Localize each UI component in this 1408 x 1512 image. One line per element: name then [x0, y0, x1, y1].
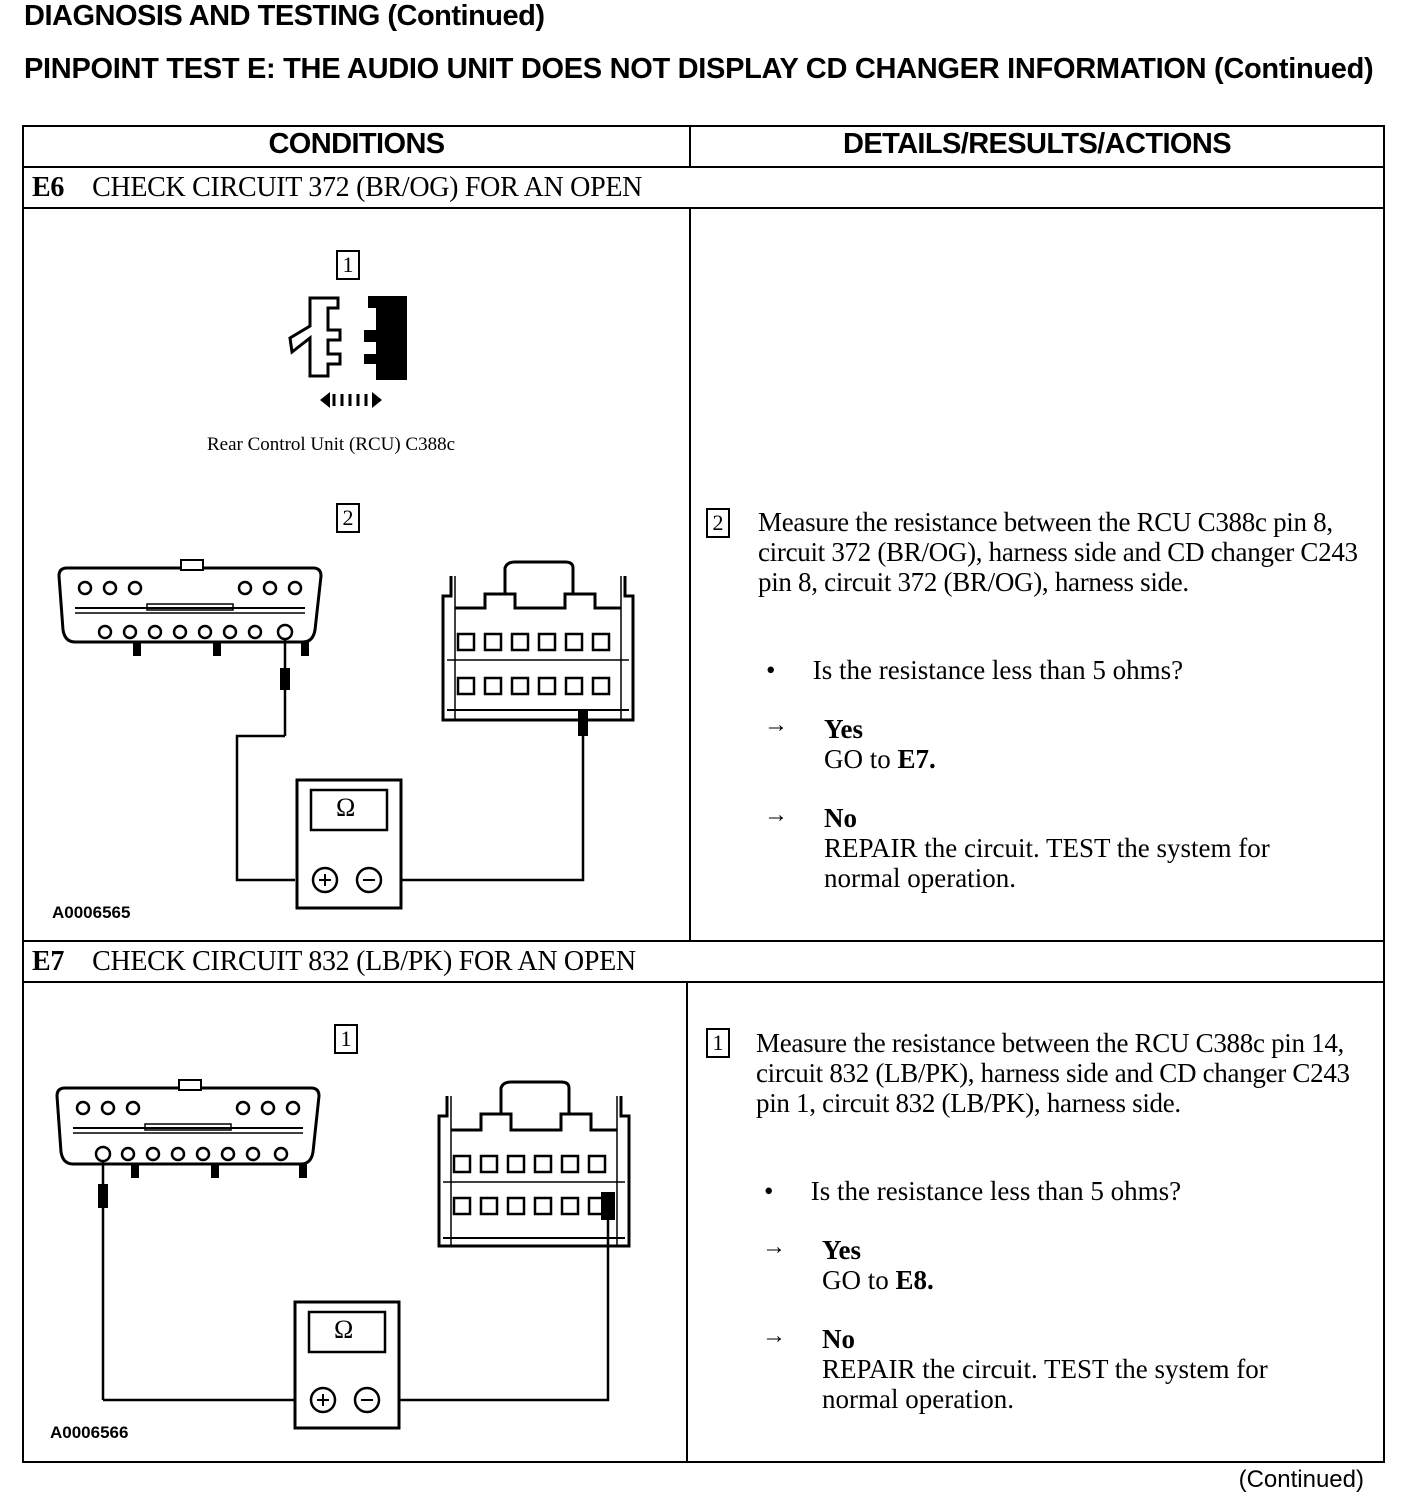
column-divider-e6	[689, 207, 691, 942]
e7-step-id: E7	[32, 946, 65, 977]
e6-step-id: E6	[32, 172, 65, 203]
details-header: DETAILS/RESULTS/ACTIONS	[843, 128, 1232, 160]
e7-ohmmeter-icon	[293, 1300, 401, 1430]
e6-yes-action: GO to	[824, 744, 898, 774]
e7-question: Is the resistance less than 5 ohms?	[810, 1176, 1182, 1206]
e6-no-block: No REPAIR the circuit. TEST the system f…	[824, 803, 1344, 893]
rcu-connector-icon	[55, 1079, 321, 1178]
e7-measurement-diagram	[55, 1079, 631, 1430]
e6-step2-number: 2	[336, 503, 360, 533]
e7-no-block: No REPAIR the circuit. TEST the system f…	[822, 1324, 1342, 1414]
e7-figure-id: A0006566	[50, 1423, 129, 1442]
e7-instruction: Measure the resistance between the RCU C…	[756, 1028, 1350, 1118]
continued-footer: (Continued)	[1238, 1466, 1364, 1493]
e6-title-separator	[22, 207, 1385, 209]
e7-question-row: • Is the resistance less than 5 ohms?	[764, 1176, 1181, 1207]
table-border-left	[22, 125, 24, 1463]
e7-title-separator	[22, 981, 1385, 983]
e6-probe-wires	[235, 640, 588, 882]
cd-changer-connector-icon	[441, 560, 635, 722]
bullet-icon: •	[766, 655, 776, 685]
e7-no-action: REPAIR the circuit. TEST the system for …	[822, 1354, 1268, 1414]
e7-yes-target-link[interactable]: E8.	[895, 1265, 934, 1295]
e6-figure-id: A0006565	[52, 903, 131, 922]
e6-yes-label: Yes	[824, 714, 863, 744]
table-border-top	[22, 125, 1385, 127]
e6-no-action: REPAIR the circuit. TEST the system for …	[824, 833, 1270, 893]
page-title: DIAGNOSIS AND TESTING (Continued)	[24, 0, 545, 32]
e6-ohmmeter-icon	[295, 778, 403, 910]
connector-disconnect-icon	[288, 296, 407, 408]
right-arrow-icon: →	[762, 1323, 786, 1349]
bullet-icon: •	[764, 1176, 774, 1206]
e7-step1-number: 1	[334, 1024, 358, 1054]
column-divider-header	[689, 125, 691, 168]
right-arrow-icon: →	[762, 1234, 786, 1260]
e7-step-title: E7 CHECK CIRCUIT 832 (LB/PK) FOR AN OPEN	[32, 946, 636, 978]
e6-question: Is the resistance less than 5 ohms?	[812, 655, 1184, 685]
e7-probe-wires	[98, 1162, 615, 1402]
e6-question-row: • Is the resistance less than 5 ohms?	[766, 655, 1183, 686]
cd-changer-connector-icon	[437, 1080, 631, 1248]
e6-step1-number: 1	[336, 250, 360, 280]
e6-step-text: CHECK CIRCUIT 372 (BR/OG) FOR AN OPEN	[92, 172, 643, 203]
e6-no-label: No	[824, 803, 857, 833]
e7-yes-label: Yes	[822, 1235, 861, 1265]
header-separator	[22, 166, 1385, 168]
connector-caption: Rear Control Unit (RCU) C388c	[207, 434, 456, 455]
e6-yes-target-link[interactable]: E7.	[897, 744, 936, 774]
e7-step-text: CHECK CIRCUIT 832 (LB/PK) FOR AN OPEN	[92, 946, 636, 977]
table-border-right	[1383, 125, 1385, 1463]
e6-ohm-symbol: Ω	[336, 793, 356, 822]
pinpoint-test-title: PINPOINT TEST E: THE AUDIO UNIT DOES NOT…	[24, 53, 1374, 85]
e7-no-label: No	[822, 1324, 855, 1354]
e6-instruction: Measure the resistance between the RCU C…	[758, 507, 1358, 597]
conditions-header: CONDITIONS	[268, 128, 445, 160]
e7-right-step-number: 1	[706, 1028, 730, 1058]
e6-step-title: E6 CHECK CIRCUIT 372 (BR/OG) FOR AN OPEN	[32, 172, 642, 204]
table-border-bottom	[22, 1461, 1385, 1463]
e6-bottom-separator	[22, 940, 1385, 942]
rcu-connector-icon	[57, 559, 323, 656]
column-divider-e7	[686, 981, 688, 1463]
e7-ohm-symbol: Ω	[334, 1315, 354, 1344]
e6-yes-block: Yes GO to E7.	[824, 714, 936, 774]
e7-yes-action: GO to	[822, 1265, 896, 1295]
e7-yes-block: Yes GO to E8.	[822, 1235, 934, 1295]
e6-measurement-diagram	[57, 559, 635, 910]
right-arrow-icon: →	[764, 712, 788, 738]
right-arrow-icon: →	[764, 802, 788, 828]
e6-right-step-number: 2	[706, 508, 730, 538]
